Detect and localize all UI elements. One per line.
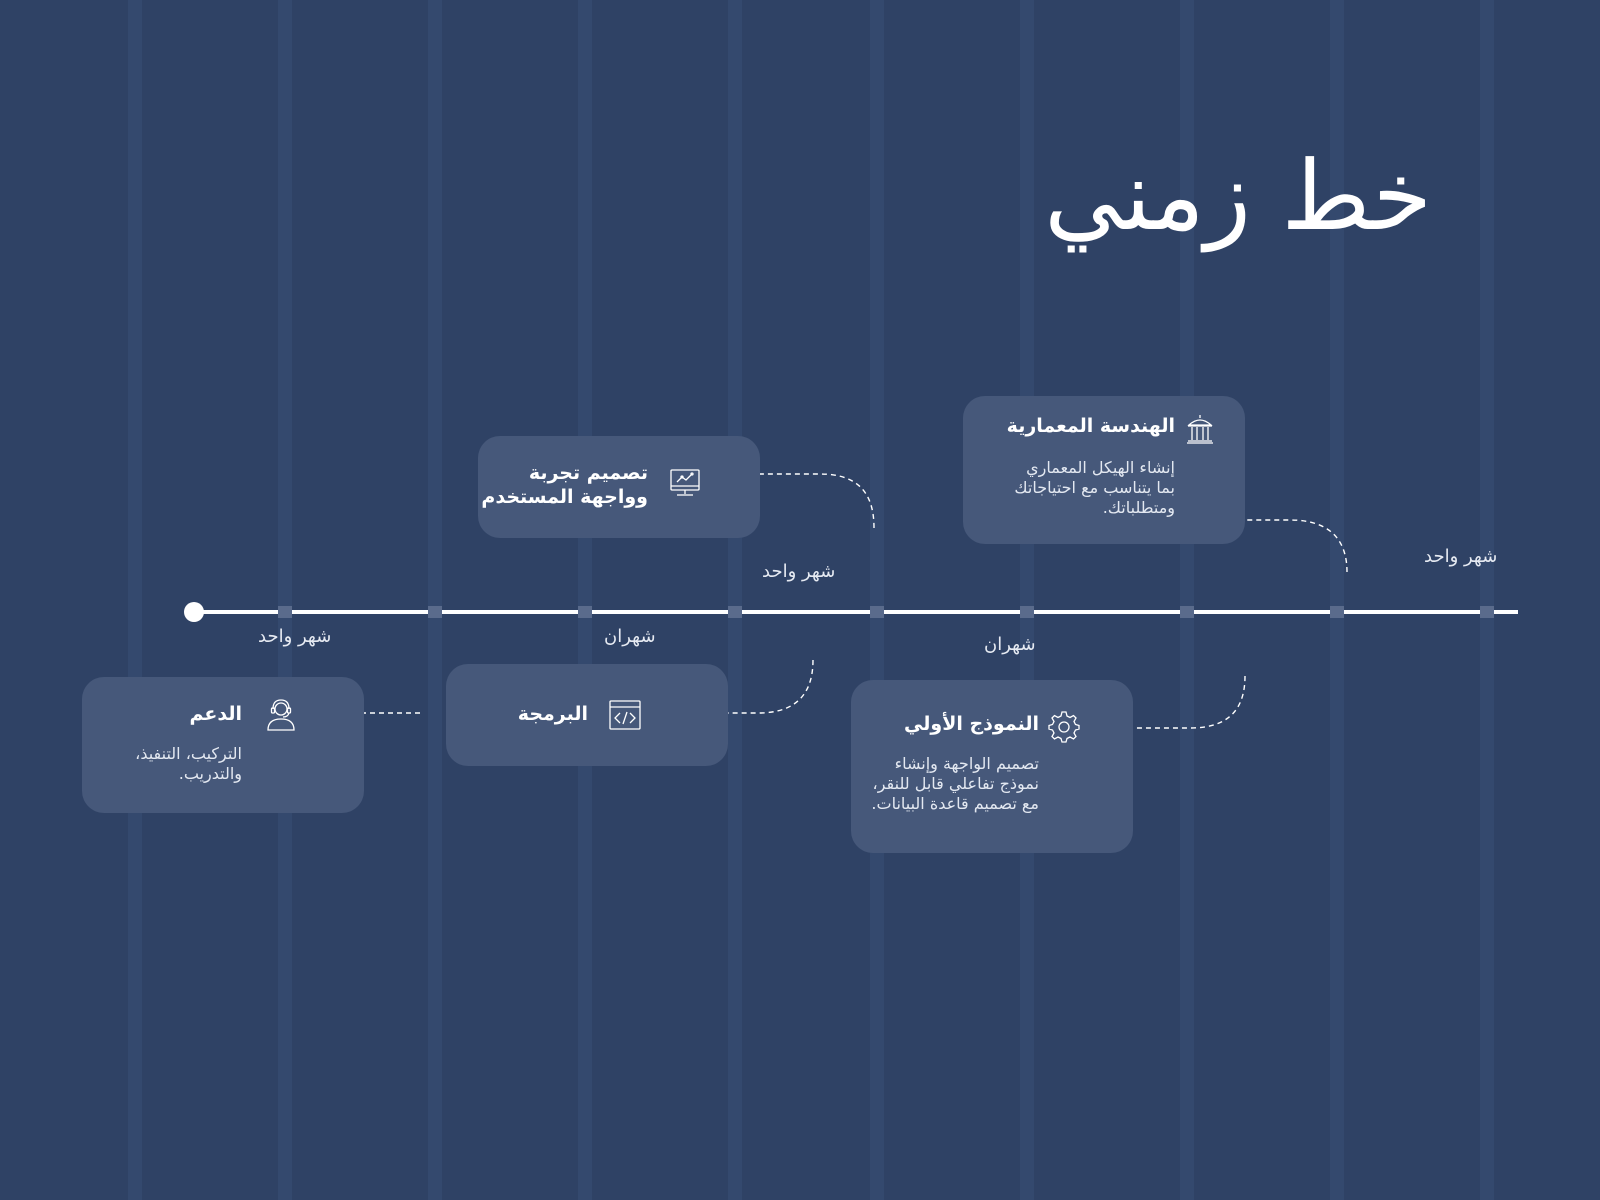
- timeline-tick: [428, 606, 442, 618]
- background-stripe: [578, 0, 592, 1200]
- background-stripe: [128, 0, 142, 1200]
- step-title: النموذج الأولي: [904, 713, 1039, 735]
- background-stripe: [728, 0, 742, 1200]
- timeline-tick: [1480, 606, 1494, 618]
- timeline-tick: [870, 606, 884, 618]
- headset-user-icon: [264, 697, 298, 731]
- timeline-tick: [1020, 606, 1034, 618]
- background-stripe: [1180, 0, 1194, 1200]
- timeline-tick: [728, 606, 742, 618]
- page-title: خط زمني: [1044, 140, 1432, 252]
- step-card-support: الدعم التركيب، التنفيذ، والتدريب.: [82, 677, 364, 813]
- code-window-icon: [608, 698, 642, 732]
- building-icon: [1183, 412, 1217, 446]
- step-description: إنشاء الهيكل المعماري بما يتناسب مع احتي…: [1014, 458, 1175, 517]
- step-card-programming: البرمجة: [446, 664, 728, 766]
- step-description: تصميم الواجهة وإنشاء نموذج تفاعلي قابل ل…: [871, 754, 1039, 813]
- step-title: تصميم تجربة وواجهة المستخدم: [481, 462, 648, 508]
- timeline-line: [194, 610, 1518, 614]
- step-description: التركيب، التنفيذ، والتدريب.: [135, 744, 242, 783]
- step-card-ux: تصميم تجربة وواجهة المستخدم: [478, 436, 760, 538]
- step-title: البرمجة: [517, 703, 588, 725]
- background-stripe: [1330, 0, 1344, 1200]
- duration-label: شهر واحد: [762, 561, 836, 582]
- step-title: الهندسة المعمارية: [1006, 415, 1175, 437]
- timeline-tick: [278, 606, 292, 618]
- duration-label: شهر واحد: [1424, 546, 1498, 567]
- duration-label: شهر واحد: [258, 626, 332, 647]
- background-stripe: [278, 0, 292, 1200]
- background-stripe: [1020, 0, 1034, 1200]
- step-title: الدعم: [189, 703, 242, 725]
- timeline-start-dot: [184, 602, 204, 622]
- background-stripe: [870, 0, 884, 1200]
- step-card-prototype: النموذج الأولي تصميم الواجهة وإنشاء نموذ…: [851, 680, 1133, 853]
- duration-label: شهران: [984, 634, 1036, 655]
- timeline-tick: [578, 606, 592, 618]
- monitor-chart-icon: [668, 466, 702, 500]
- step-card-architecture: الهندسة المعمارية إنشاء الهيكل المعماري …: [963, 396, 1245, 544]
- duration-label: شهران: [604, 626, 656, 647]
- timeline-tick: [1330, 606, 1344, 618]
- background-stripe: [428, 0, 442, 1200]
- background-stripe: [1480, 0, 1494, 1200]
- timeline-tick: [1180, 606, 1194, 618]
- gear-icon: [1047, 710, 1081, 744]
